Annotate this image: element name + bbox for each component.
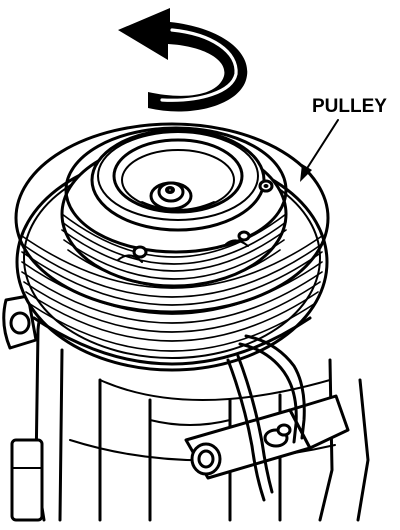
compressor-body xyxy=(10,298,370,522)
belt-grooves xyxy=(21,235,323,366)
armature-hub xyxy=(90,128,266,232)
left-mounting-ear xyxy=(2,294,38,350)
coil-lead-wire xyxy=(226,334,306,502)
pulley-callout-leader xyxy=(300,119,339,182)
rotation-arrow-icon xyxy=(118,8,248,112)
center-bolt xyxy=(149,181,193,211)
plate-rivets xyxy=(117,179,274,263)
pulley-callout-label: PULLEY xyxy=(312,96,387,117)
